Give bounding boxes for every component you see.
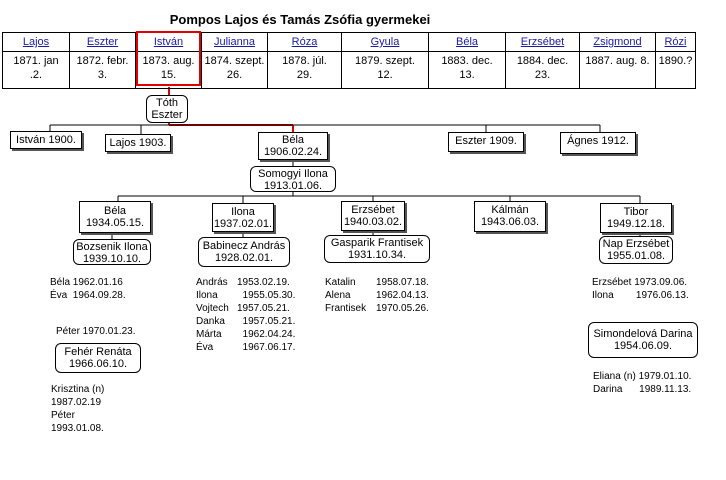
grandchild-box-ilona: Ilona 1937.02.01. [212,203,274,232]
sibling-name-lajos[interactable]: Lajos [2,32,70,52]
siblings-table: Lajos Eszter István Julianna Róza Gyula … [2,32,696,89]
sibling-date-eszter: 1872. febr. 3. [69,51,136,89]
sibling-date-erzsebet: 1884. dec. 23. [505,51,580,89]
grandchild-box-bela: Béla 1934.05.15. [79,201,151,233]
great-grandchildren-erzsebet-names: Katalin Alena Frantisek [325,277,367,314]
sibling-name-erzsebet[interactable]: Erzsébet [505,32,580,52]
spouse-box-feher-renata: Fehér Renáta 1966.06.10. [55,343,141,373]
great-grandchildren-tibor: Erzsébet 1973.09.06. Ilona 1976.06.13. [592,277,689,301]
child-box-bela: Béla 1906.02.24. [258,132,328,160]
child-box-eszter: Eszter 1909. [448,132,524,152]
spouse-box-gasparik-frantisek: Gasparik Frantisek 1931.10.34. [324,235,430,263]
spouse-box-babinecz-andras: Babinecz András 1928.02.01. [198,237,290,267]
sibling-date-bela: 1883. dec. 13. [428,51,506,89]
child-box-istvan: István 1900. [10,131,82,149]
child-box-agnes: Ágnes 1912. [560,132,636,154]
child-box-lajos: Lajos 1903. [105,134,171,152]
spouse-box-bozsenik-ilona: Bozsenik Ilona 1939.10.10. [73,239,151,265]
grandchild-box-tibor: Tibor 1949.12.18. [600,203,672,233]
sibling-name-roza[interactable]: Róza [267,32,342,52]
page-title: Pompos Lajos és Tamás Zsófia gyermekei [169,12,431,27]
spouse-box-somogyi-ilona: Somogyi Ilona 1913.01.06. [250,166,336,192]
grandchild-box-erzsebet: Erzsébet 1940.03.02. [341,201,405,231]
sibling-name-zsigmond[interactable]: Zsigmond [579,32,656,52]
sibling-name-rozi[interactable]: Rózi [655,32,696,52]
great-grandchildren-bela: Béla 1962.01.16 Éva 1964.09.28. [50,277,126,301]
sibling-name-eszter[interactable]: Eszter [69,32,136,52]
great-grandchildren-ilona-dates: 1953.02.19. 1955.05.30. 1957.05.21. 1957… [237,277,296,353]
sibling-date-julianna: 1874. szept. 26. [201,51,268,89]
children-of-peter: Krisztina (n) 1987.02.19 Péter 1993.01.0… [51,384,105,434]
sibling-date-lajos: 1871. jan .2. [2,51,70,89]
grandchild-box-kalman: Kálmán 1943.06.03. [474,201,546,232]
great-grandchildren-erzsebet-dates: 1958.07.18. 1962.04.13. 1970.05.26. [376,277,429,314]
sibling-name-julianna[interactable]: Julianna [201,32,268,52]
sibling-date-istvan: 1873. aug. 15. [135,51,202,89]
selected-sibling-highlight [136,31,201,86]
children-of-erzsebet: Eliana (n) 1979.01.10. Darina 1989.11.13… [593,371,692,395]
sibling-date-zsigmond: 1887. aug. 8. [579,51,656,89]
spouse-box-nap-erzsebet: Nap Erzsébet 1955.01.08. [599,236,673,264]
sibling-date-roza: 1878. júl. 29. [267,51,342,89]
sibling-date-rozi: 1890.? [655,51,696,89]
spouse-box-toth-eszter: Tóth Eszter [146,95,188,123]
sibling-date-gyula: 1879. szept. 12. [341,51,429,89]
sibling-name-bela[interactable]: Béla [428,32,506,52]
great-grandchildren-ilona-names: András Ilona Vojtech Danka Márta Éva [196,277,229,353]
sibling-name-gyula[interactable]: Gyula [341,32,429,52]
spouse-box-simondelova-darina: Simondelová Darina 1954.06.09. [588,322,698,358]
great-grandchild-peter: Péter 1970.01.23. [56,326,136,337]
